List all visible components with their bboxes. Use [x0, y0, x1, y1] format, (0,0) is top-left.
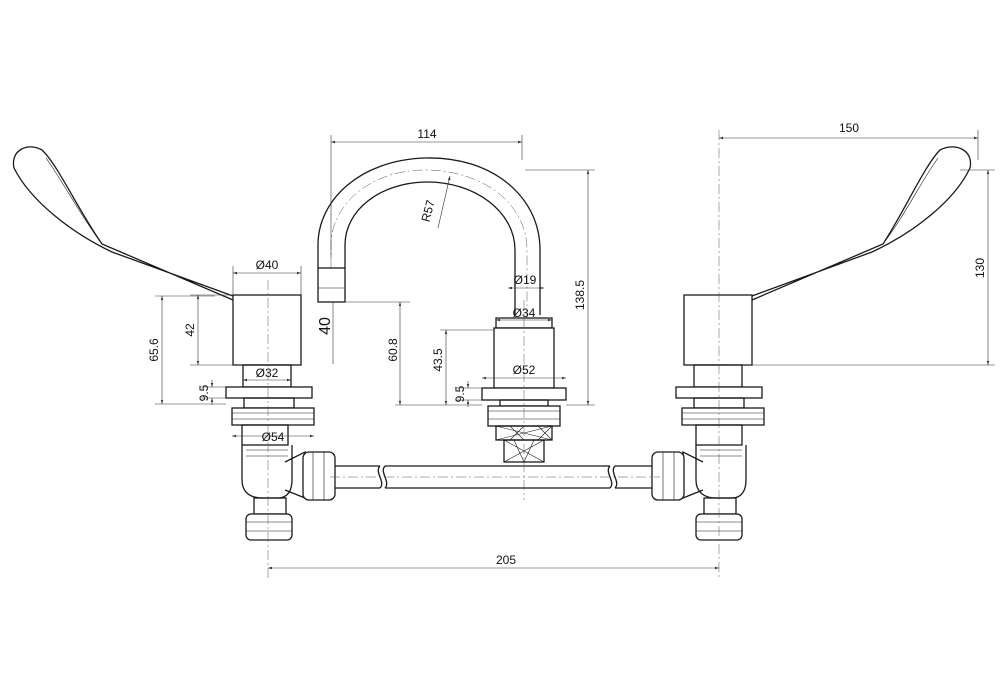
dim-handle-nut-dia: Ø54 — [262, 430, 285, 444]
left-flange — [225, 386, 313, 399]
dim-handle-height: 130 — [973, 258, 987, 278]
dim-spout-base-height: 43.5 — [431, 348, 445, 372]
dim-spout-radius: R57 — [419, 198, 438, 223]
dim-handle-body-dia: Ø40 — [256, 258, 279, 272]
dim-spout-flange-thk: 9.5 — [453, 385, 467, 402]
dim-handle-total-height: 65.6 — [147, 338, 161, 362]
right-nut — [681, 407, 765, 426]
dim-spout-outlet-drop: 40 — [317, 317, 334, 335]
left-nut — [231, 407, 315, 426]
left-handle-assembly — [12, 146, 336, 580]
spout-assembly — [317, 157, 567, 500]
dimension-lines: 114 150 130 Ø40 42 65.6 Ø32 9.5 — [147, 121, 995, 570]
dim-centres: 205 — [496, 553, 516, 567]
right-handle-assembly — [651, 130, 972, 580]
spout-outlet — [317, 267, 346, 303]
dim-spout-outlet-height: 60.8 — [386, 338, 400, 362]
dim-handle-shank-dia: Ø32 — [256, 366, 279, 380]
right-handle-body — [683, 294, 753, 366]
connecting-pipe — [330, 465, 660, 489]
spout-gooseneck — [317, 157, 541, 315]
dim-spout-top-height: 138.5 — [573, 280, 587, 310]
left-handle-body — [232, 294, 302, 366]
dim-handle-body-height: 42 — [183, 323, 197, 337]
dim-handle-flange-thk: 9.5 — [197, 384, 211, 401]
dim-spout-outlet-dia: Ø19 — [514, 273, 537, 287]
left-lever — [12, 146, 234, 301]
dim-spout-body-dia: Ø34 — [513, 306, 536, 320]
dim-spout-reach: 114 — [417, 127, 436, 141]
dim-spout-base-dia: Ø52 — [513, 363, 536, 377]
dim-handle-reach: 150 — [839, 121, 859, 135]
right-lever — [751, 146, 972, 301]
